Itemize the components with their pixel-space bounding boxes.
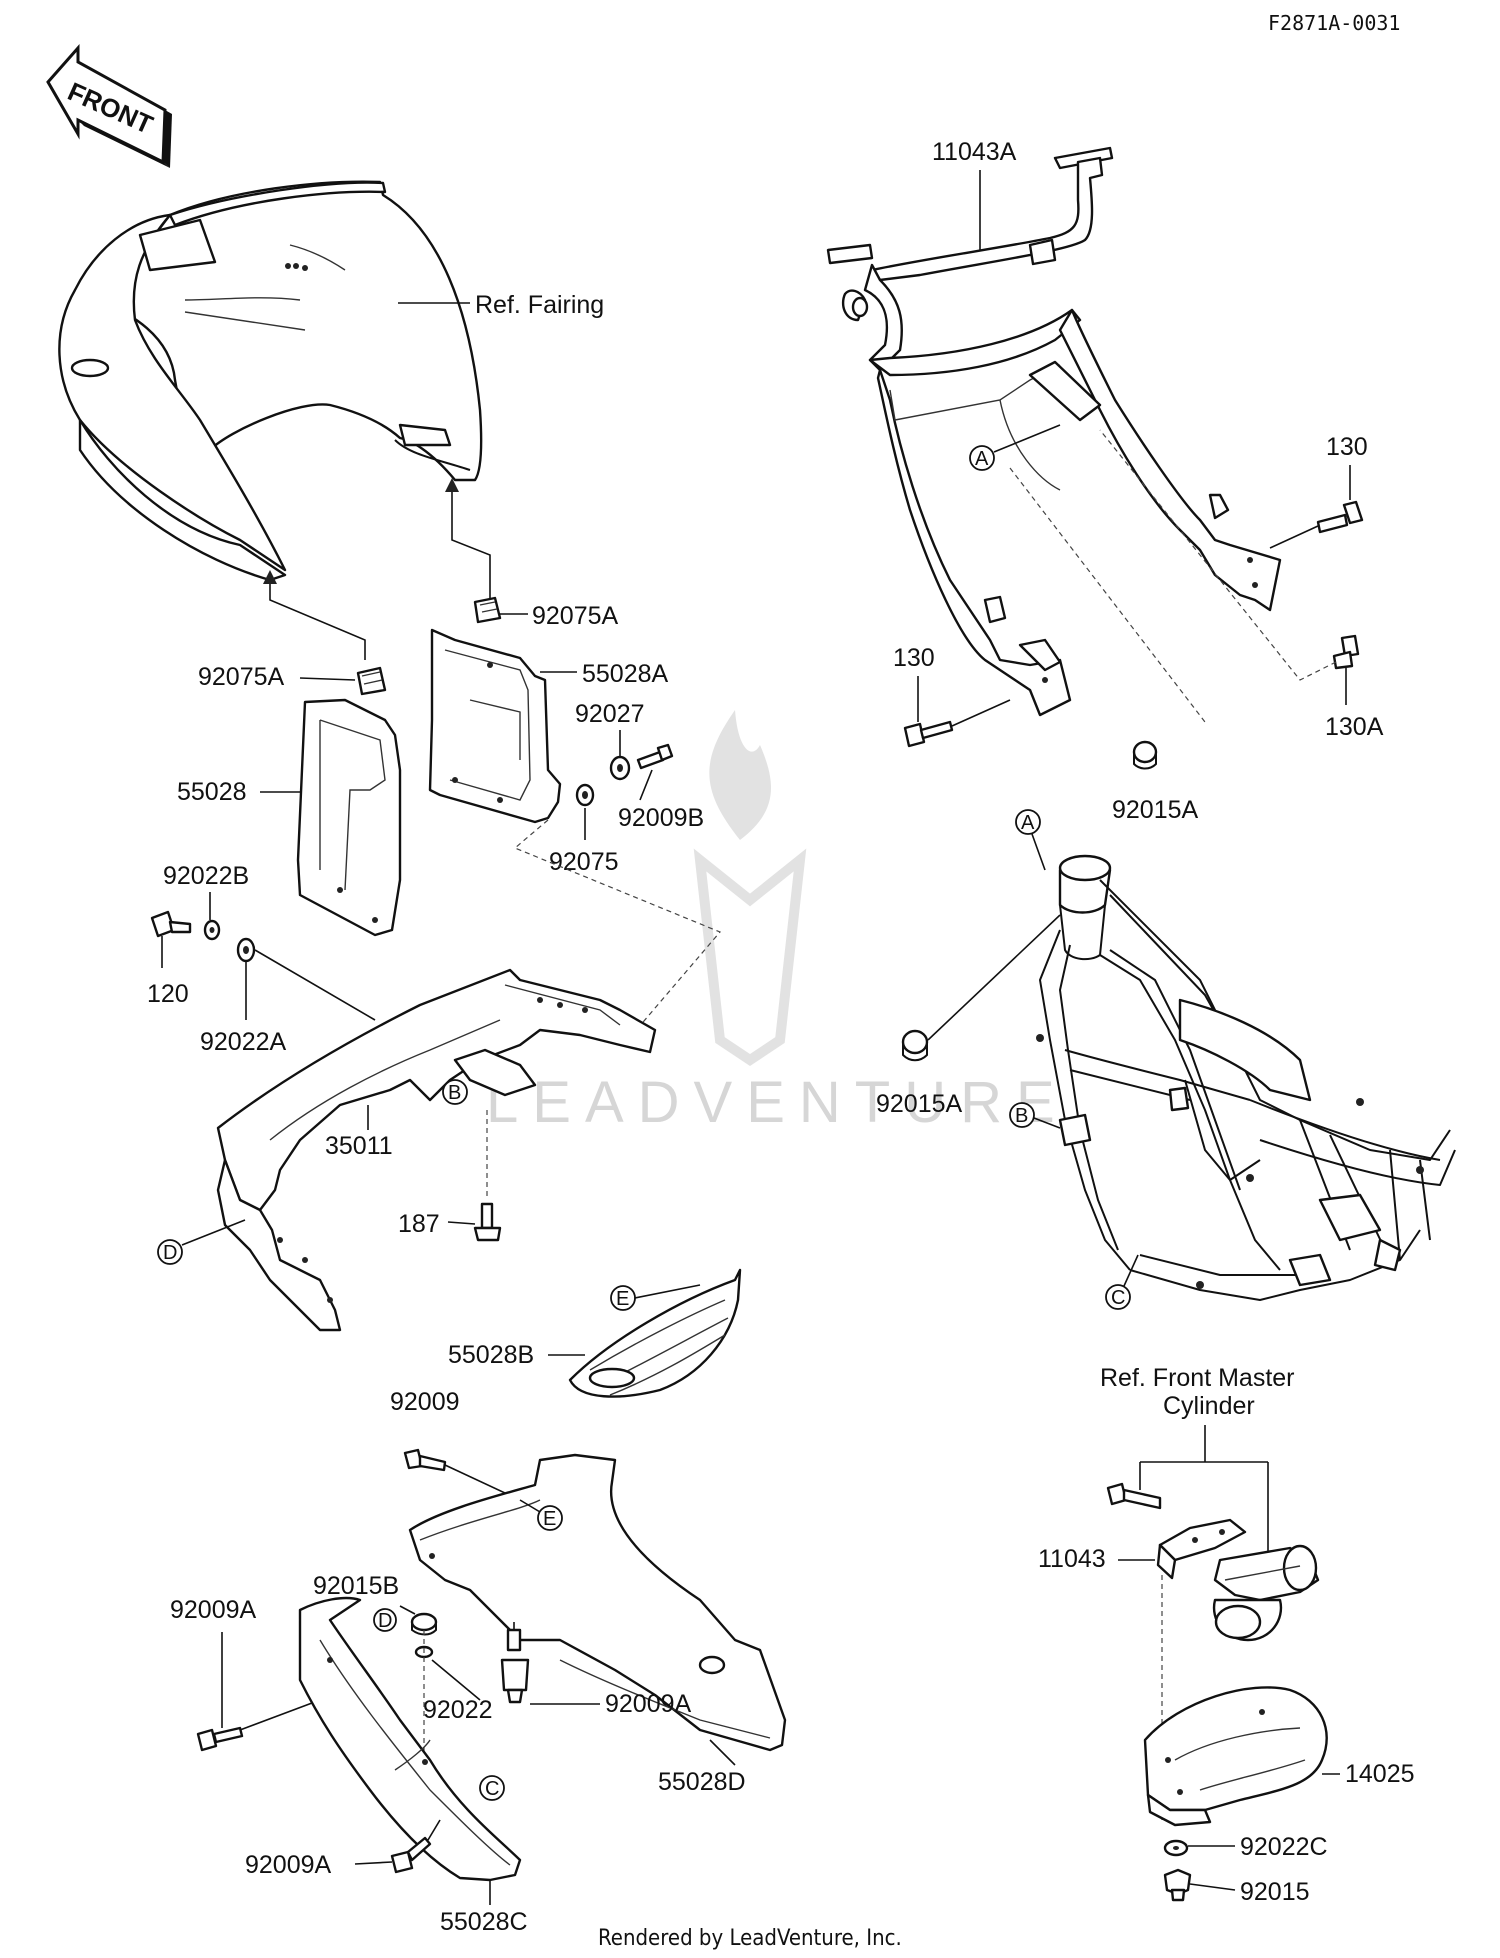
label-92015B: 92015B — [313, 1572, 399, 1600]
fairing-arrow-left — [269, 582, 366, 660]
marker-b-frame — [1009, 1102, 1035, 1128]
label-92015A-frame: 92015A — [876, 1090, 963, 1118]
bolt-92009A-bottom — [390, 1836, 432, 1874]
fairing-part — [58, 180, 483, 582]
marker-c-frame — [1105, 1284, 1131, 1310]
fairing-bracket-11043A — [826, 146, 1282, 717]
grommet-92075A-left — [356, 666, 387, 696]
marker-e-lower-text: E — [543, 1508, 556, 1530]
marker-d-cover — [157, 1239, 183, 1265]
panel-55028 — [296, 698, 402, 937]
marker-c-lower — [479, 1775, 505, 1801]
marker-d-cover-text: D — [163, 1242, 177, 1264]
bolt-master-cylinder — [1106, 1482, 1162, 1510]
bolt-187 — [473, 1202, 502, 1242]
ref-front-master-line2: Cylinder — [1163, 1392, 1255, 1420]
label-130-right: 130 — [1326, 433, 1368, 461]
marker-a-frame — [1015, 809, 1041, 835]
bolt-120 — [150, 910, 192, 938]
bolt-130A — [1332, 634, 1360, 670]
cover-55028A — [428, 628, 562, 824]
bolt-92009A-left — [196, 1726, 244, 1752]
bolt-92009B — [636, 743, 674, 770]
label-92009A-bottom: 92009A — [245, 1851, 332, 1879]
label-55028C: 55028C — [440, 1908, 528, 1936]
collar-92022A — [236, 937, 256, 963]
label-92009A-left: 92009A — [170, 1596, 257, 1624]
inner-cover-35011 — [216, 968, 657, 1332]
marker-e-lower — [537, 1505, 563, 1531]
bolt-92009 — [403, 1448, 447, 1472]
watermark: LEADVENTURE — [486, 710, 1069, 1135]
label-14025: 14025 — [1345, 1760, 1415, 1788]
label-92009: 92009 — [390, 1388, 460, 1416]
grommet-92075A-upper — [473, 596, 502, 624]
label-92022B: 92022B — [163, 862, 249, 890]
grommet-92015A-frame — [901, 1029, 929, 1062]
label-55028A: 55028A — [582, 660, 669, 688]
label-92015A-upper: 92015A — [1112, 796, 1199, 824]
lower-cowl-55028D — [408, 1453, 787, 1752]
label-55028D: 55028D — [658, 1768, 746, 1796]
marker-b-frame-text: B — [1015, 1105, 1028, 1127]
marker-b-cover-text: B — [448, 1082, 461, 1104]
fairing-arrow-right — [451, 490, 491, 600]
label-92075A-upper: 92075A — [532, 602, 619, 630]
washer-92022C — [1163, 1839, 1189, 1857]
label-55028: 55028 — [177, 778, 247, 806]
label-187: 187 — [398, 1210, 440, 1238]
label-92022: 92022 — [423, 1696, 493, 1724]
label-11043: 11043 — [1038, 1545, 1106, 1573]
duct-55028B — [568, 1268, 742, 1398]
watermark-flame-icon — [709, 710, 772, 840]
label-92027: 92027 — [575, 700, 645, 728]
side-cowl-55028C — [298, 1596, 522, 1882]
watermark-text: LEADVENTURE — [486, 1070, 1069, 1135]
washer-92075 — [575, 783, 595, 807]
label-92075A-left: 92075A — [198, 663, 285, 691]
label-130A: 130A — [1325, 713, 1384, 741]
label-92009B: 92009B — [618, 804, 704, 832]
bolt-92009A-mid — [500, 1628, 530, 1704]
marker-a-bracket — [969, 445, 995, 471]
label-120: 120 — [147, 980, 189, 1008]
marker-d-lower — [373, 1608, 397, 1632]
label-55028B: 55028B — [448, 1341, 534, 1369]
label-92009A-mid: 92009A — [605, 1690, 692, 1718]
grommet-92015 — [1163, 1868, 1192, 1902]
clamp-11043 — [1156, 1518, 1247, 1580]
label-92022C: 92022C — [1240, 1833, 1328, 1861]
bolt-130-left — [903, 720, 954, 748]
label-11043A: 11043A — [932, 138, 1017, 166]
main-frame — [1036, 854, 1456, 1301]
collar-92027 — [609, 755, 631, 781]
watermark-emblem-icon — [693, 848, 807, 1067]
bolt-130-right — [1316, 500, 1364, 534]
marker-a-bracket-text: A — [975, 448, 989, 470]
label-92075: 92075 — [549, 848, 619, 876]
label-35011: 35011 — [325, 1132, 393, 1160]
grommet-92015A-upper — [1132, 740, 1158, 770]
marker-b-cover — [442, 1079, 468, 1105]
grommet-92015B — [410, 1612, 438, 1636]
marker-c-frame-text: C — [1111, 1287, 1125, 1309]
cover-14025 — [1143, 1686, 1328, 1827]
diagram-id: F2871A-0031 — [1268, 11, 1400, 35]
marker-a-frame-text: A — [1021, 812, 1035, 834]
master-cylinder-ref — [1212, 1544, 1320, 1642]
marker-c-lower-text: C — [485, 1778, 499, 1800]
label-92022A: 92022A — [200, 1028, 287, 1056]
front-arrow-icon: FRONT — [46, 44, 172, 168]
marker-e-cover-text: E — [616, 1288, 629, 1310]
ref-fairing-label: Ref. Fairing — [475, 291, 604, 319]
washer-92022B — [203, 919, 221, 941]
ref-front-master-line1: Ref. Front Master — [1100, 1364, 1295, 1392]
footer-credit: Rendered by LeadVenture, Inc. — [598, 1926, 902, 1951]
label-130-left: 130 — [893, 644, 935, 672]
label-92015: 92015 — [1240, 1878, 1310, 1906]
marker-d-lower-text: D — [378, 1610, 392, 1632]
